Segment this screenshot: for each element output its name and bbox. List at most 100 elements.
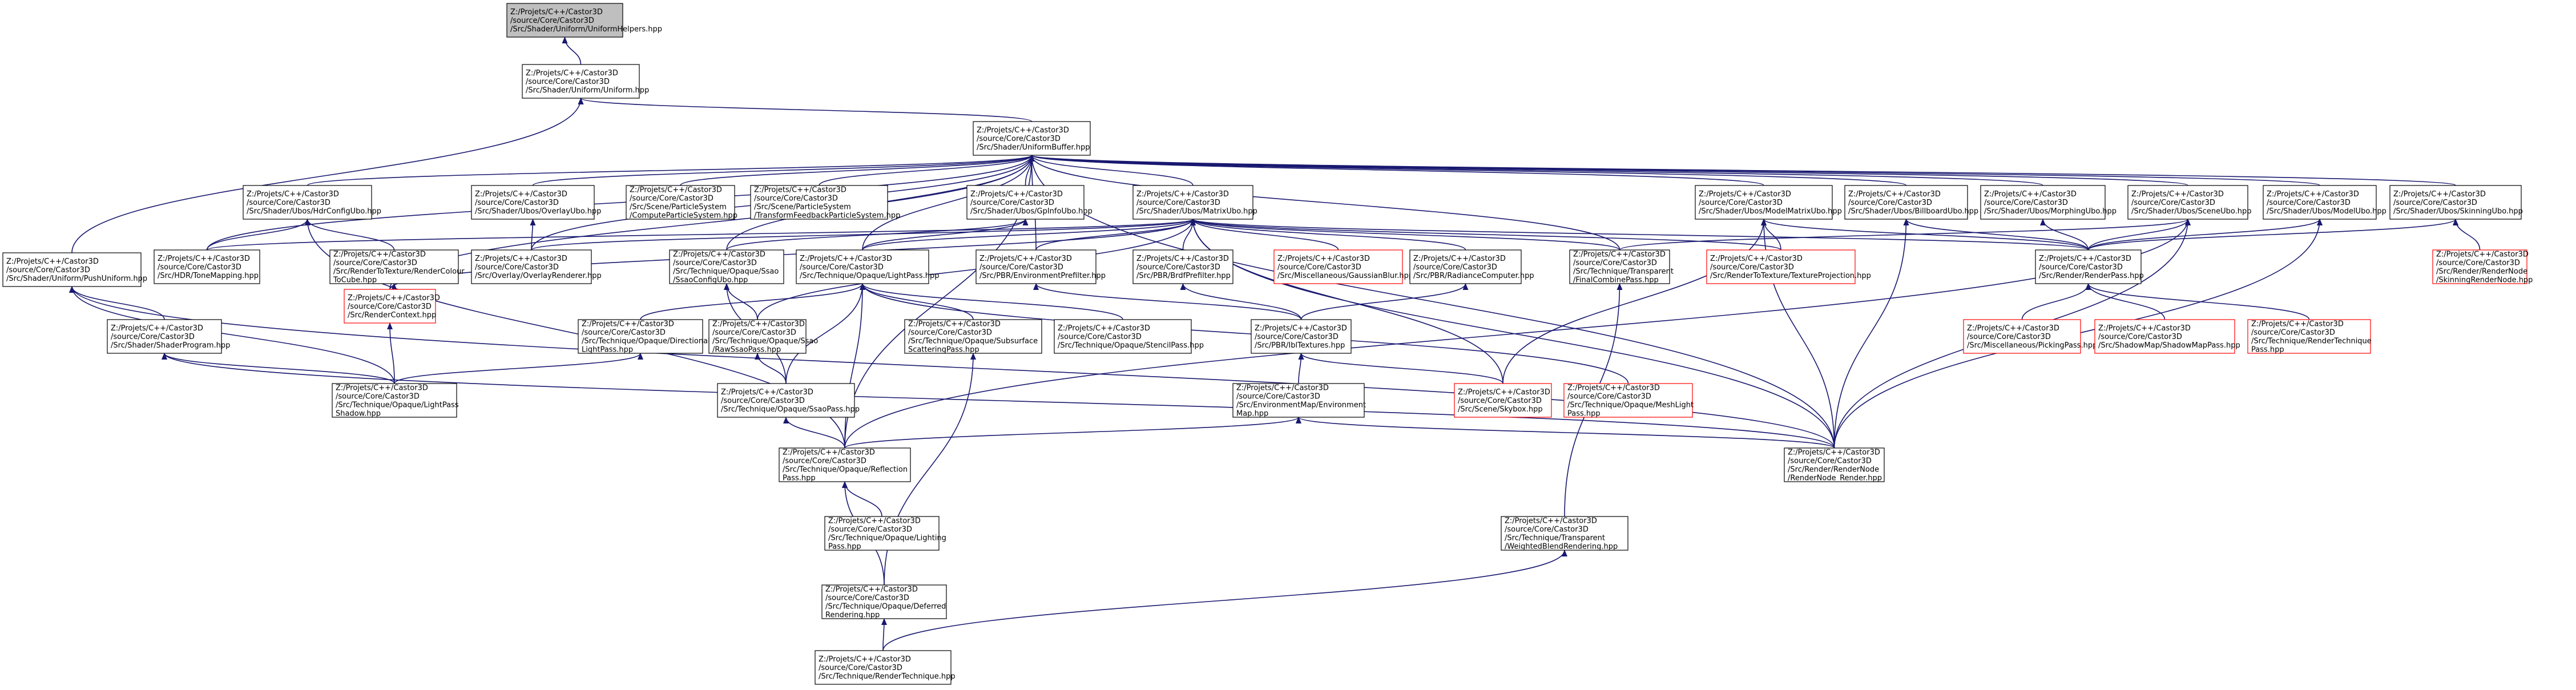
file-node-label-line: /Src/Technique/Opaque/SsaoPass.hpp (721, 405, 860, 414)
file-node-label-line: /source/Core/Castor3D (1413, 263, 1497, 272)
file-node-label-line: /Src/Shader/ShaderProgram.hpp (111, 341, 230, 350)
file-node-label-line: /Src/Technique/Transparent (1505, 534, 1605, 543)
file-node-box (506, 3, 623, 38)
file-node-render_colour_cube[interactable]: Z:/Projets/C++/Castor3D/source/Core/Cast… (329, 249, 465, 285)
file-node-lighting_pass[interactable]: Z:/Projets/C++/Castor3D/source/Core/Cast… (824, 516, 946, 551)
file-node-box (796, 249, 929, 284)
file-node-ibl_textures[interactable]: Z:/Projets/C++/Castor3D/source/Core/Cast… (1251, 319, 1352, 354)
file-node-skinning_render_node[interactable]: Z:/Projets/C++/Castor3D/source/Core/Cast… (2432, 249, 2533, 285)
include-edge-overlay_renderer-to-overlay_ubo (530, 219, 536, 251)
file-node-shadow_map_pass[interactable]: Z:/Projets/C++/Castor3D/source/Core/Cast… (2094, 319, 2240, 354)
file-node-label-line: Z:/Projets/C++/Castor3D (475, 190, 567, 199)
file-node-render_node_render[interactable]: Z:/Projets/C++/Castor3D/source/Core/Cast… (1784, 447, 1885, 483)
file-node-render_technique_pass[interactable]: Z:/Projets/C++/Castor3D/source/Core/Cast… (2247, 319, 2372, 354)
file-node-label-line: /source/Core/Castor3D (333, 259, 417, 268)
include-edge-light_pass-to-gpinfo_ubo (862, 219, 1029, 251)
file-node-environment_map[interactable]: Z:/Projets/C++/Castor3D/source/Core/Cast… (1232, 383, 1366, 418)
include-edge-subsurface_scattering-to-light_pass (860, 283, 974, 320)
file-node-compute_particle[interactable]: Z:/Projets/C++/Castor3D/source/Core/Cast… (626, 185, 737, 220)
file-node-scene_ubo[interactable]: Z:/Projets/C++/Castor3D/source/Core/Cast… (2127, 185, 2252, 220)
include-edge-skybox-to-model_matrix_ubo (1502, 219, 1767, 384)
file-node-render_pass[interactable]: Z:/Projets/C++/Castor3D/source/Core/Cast… (2035, 249, 2144, 284)
file-node-directional_light_pass[interactable]: Z:/Projets/C++/Castor3D/source/Core/Cast… (578, 319, 710, 354)
file-node-billboard_ubo[interactable]: Z:/Projets/C++/Castor3D/source/Core/Cast… (1844, 185, 1978, 220)
file-node-overlay_renderer[interactable]: Z:/Projets/C++/Castor3D/source/Core/Cast… (471, 249, 602, 284)
include-edge-hdr_tone_mapping-to-hdr_config_ubo (206, 219, 311, 251)
file-node-deferred_rendering[interactable]: Z:/Projets/C++/Castor3D/source/Core/Cast… (821, 584, 947, 620)
file-node-ssao_pass[interactable]: Z:/Projets/C++/Castor3D/source/Core/Cast… (717, 383, 860, 418)
file-node-label-line: /source/Core/Castor3D (754, 195, 838, 203)
file-node-gaussian_blur[interactable]: Z:/Projets/C++/Castor3D/source/Core/Cast… (1273, 249, 1413, 284)
file-node-weighted_blend[interactable]: Z:/Projets/C++/Castor3D/source/Core/Cast… (1501, 516, 1628, 551)
file-node-stencil_pass[interactable]: Z:/Projets/C++/Castor3D/source/Core/Cast… (1054, 319, 1204, 354)
file-node-label-line: Z:/Projets/C++/Castor3D (526, 69, 618, 78)
file-node-box (966, 185, 1085, 220)
file-node-label-line: /Src/PBR/RadianceComputer.hpp (1413, 272, 1534, 280)
file-node-label-line: Z:/Projets/C++/Castor3D (1236, 384, 1329, 393)
file-node-environment_prefilter[interactable]: Z:/Projets/C++/Castor3D/source/Core/Cast… (975, 249, 1106, 284)
file-node-morphing_ubo[interactable]: Z:/Projets/C++/Castor3D/source/Core/Cast… (1980, 185, 2117, 220)
file-node-gpinfo_ubo[interactable]: Z:/Projets/C++/Castor3D/source/Core/Cast… (966, 185, 1093, 220)
file-node-hdr_tone_mapping[interactable]: Z:/Projets/C++/Castor3D/source/Core/Cast… (154, 249, 260, 284)
include-edge-compute_particle-to-uniform_buffer (680, 155, 1035, 186)
file-node-label-line: /Src/Technique/Opaque/Directional (582, 337, 710, 346)
file-node-raw_ssao_pass[interactable]: Z:/Projets/C++/Castor3D/source/Core/Cast… (708, 319, 818, 354)
file-node-box (626, 185, 735, 220)
file-node-render_technique[interactable]: Z:/Projets/C++/Castor3D/source/Core/Cast… (815, 650, 956, 685)
file-node-box (1273, 249, 1403, 284)
node-layer: Z:/Projets/C++/Castor3D/source/Core/Cast… (2, 3, 2533, 685)
file-node-label-line: /source/Core/Castor3D (970, 199, 1054, 207)
file-node-label-line: /Src/RenderToTexture/RenderColour (333, 268, 465, 276)
file-node-box (332, 383, 457, 418)
include-edge-render_pass-to-billboard_ubo (1903, 219, 2089, 251)
include-edge-render_technique-to-deferred_rendering (881, 618, 887, 651)
file-node-reflection_pass[interactable]: Z:/Projets/C++/Castor3D/source/Core/Cast… (779, 447, 911, 483)
file-node-label-line: /source/Core/Castor3D (6, 266, 90, 275)
file-node-label-line: /Src/Shader/Ubos/SceneUbo.hpp (2131, 207, 2252, 216)
file-node-label-line: /Src/Shader/Ubos/MorphingUbo.hpp (1984, 207, 2117, 216)
file-node-box (821, 584, 947, 619)
file-node-skinning_ubo[interactable]: Z:/Projets/C++/Castor3D/source/Core/Cast… (2389, 185, 2523, 220)
file-node-label-line: /source/Core/Castor3D (1573, 259, 1657, 268)
file-node-ssao_config_ubo[interactable]: Z:/Projets/C++/Castor3D/source/Core/Cast… (669, 249, 784, 285)
file-node-radiance_computer[interactable]: Z:/Projets/C++/Castor3D/source/Core/Cast… (1409, 249, 1534, 284)
include-edge-hdr_tone_mapping-to-matrix_ubo (206, 219, 1196, 251)
file-node-label-line: Z:/Projets/C++/Castor3D (510, 8, 603, 17)
file-node-label-line: /SkinningRenderNode.hpp (2436, 276, 2533, 285)
file-node-uniform_buffer[interactable]: Z:/Projets/C++/Castor3D/source/Core/Cast… (973, 121, 1091, 156)
file-node-label-line: /Src/PBR/EnvironmentPrefilter.hpp (979, 272, 1106, 280)
file-node-box (243, 185, 372, 220)
file-node-label-line: /Src/Shader/Uniform/Uniform.hpp (526, 86, 649, 95)
file-node-render_context[interactable]: Z:/Projets/C++/Castor3D/source/Core/Cast… (344, 289, 440, 324)
file-node-label-line: /Src/Render/RenderNode (1788, 466, 1879, 474)
file-node-label-line: /source/Core/Castor3D (977, 135, 1061, 143)
file-node-matrix_ubo[interactable]: Z:/Projets/C++/Castor3D/source/Core/Cast… (1132, 185, 1257, 220)
file-node-model_ubo[interactable]: Z:/Projets/C++/Castor3D/source/Core/Cast… (2263, 185, 2386, 220)
file-node-mesh_light_pass[interactable]: Z:/Projets/C++/Castor3D/source/Core/Cast… (1563, 383, 1694, 418)
file-node-hdr_config_ubo[interactable]: Z:/Projets/C++/Castor3D/source/Core/Cast… (243, 185, 381, 220)
file-node-uniform[interactable]: Z:/Projets/C++/Castor3D/source/Core/Cast… (522, 64, 649, 99)
file-node-push_uniform[interactable]: Z:/Projets/C++/Castor3D/source/Core/Cast… (2, 252, 147, 287)
file-node-label-line: /source/Core/Castor3D (1984, 199, 2068, 207)
file-node-picking_pass[interactable]: Z:/Projets/C++/Castor3D/source/Core/Cast… (1963, 319, 2097, 354)
file-node-model_matrix_ubo[interactable]: Z:/Projets/C++/Castor3D/source/Core/Cast… (1695, 185, 1842, 220)
file-node-label-line: /Src/Shader/Uniform/PushUniform.hpp (6, 275, 147, 283)
include-edge-hdr_tone_mapping-to-uniform_buffer (206, 155, 1035, 251)
file-node-label-line: /source/Core/Castor3D (582, 329, 666, 337)
file-node-label-line: /source/Core/Castor3D (800, 263, 884, 272)
file-node-light_pass[interactable]: Z:/Projets/C++/Castor3D/source/Core/Cast… (796, 249, 939, 284)
file-node-subsurface_scattering[interactable]: Z:/Projets/C++/Castor3D/source/Core/Cast… (904, 319, 1042, 354)
file-node-label-line: /source/Core/Castor3D (1458, 397, 1542, 405)
file-node-box (1563, 383, 1693, 418)
file-node-shader_program[interactable]: Z:/Projets/C++/Castor3D/source/Core/Cast… (107, 319, 230, 354)
file-node-label-line: /source/Core/Castor3D (908, 329, 992, 337)
file-node-overlay_ubo[interactable]: Z:/Projets/C++/Castor3D/source/Core/Cast… (471, 185, 601, 220)
file-node-transform_feedback[interactable]: Z:/Projets/C++/Castor3D/source/Core/Cast… (750, 185, 900, 220)
file-node-final_combine[interactable]: Z:/Projets/C++/Castor3D/source/Core/Cast… (1569, 249, 1674, 285)
file-node-brdf_prefilter[interactable]: Z:/Projets/C++/Castor3D/source/Core/Cast… (1132, 249, 1233, 284)
file-node-label-line: /Src/PBR/IblTextures.hpp (1255, 341, 1345, 350)
file-node-skybox[interactable]: Z:/Projets/C++/Castor3D/source/Core/Cast… (1454, 383, 1552, 418)
file-node-light_pass_shadow[interactable]: Z:/Projets/C++/Castor3D/source/Core/Cast… (332, 383, 459, 418)
file-node-texture_projection[interactable]: Z:/Projets/C++/Castor3D/source/Core/Cast… (1706, 249, 1871, 284)
